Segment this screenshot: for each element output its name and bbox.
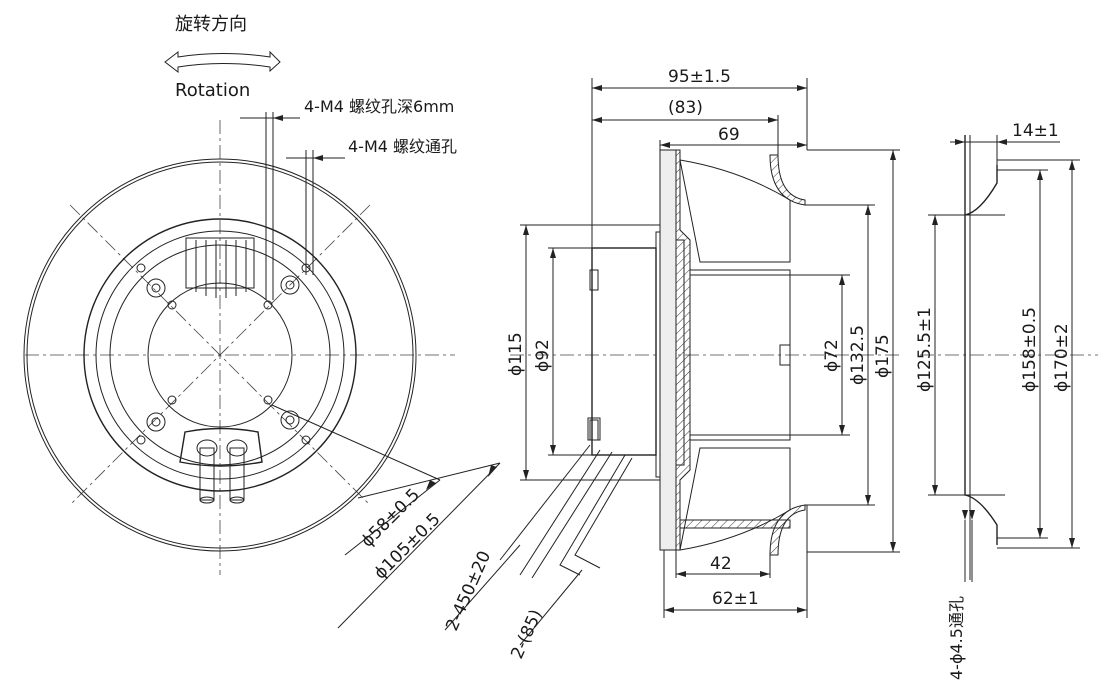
impeller-outer-circle (23, 158, 417, 552)
rotation-indicator: 旋转方向 Rotation (164, 14, 281, 101)
width-dims: 42 62±1 (663, 480, 808, 618)
dim-overall-depth: 95±1.5 (668, 67, 731, 87)
dim-depth-83: (83) (668, 98, 703, 118)
cable-dims: 2-450±20 2-(85) (442, 444, 591, 663)
callout-blind-holes: 4-M4 螺纹孔深6mm (304, 97, 454, 116)
dim-ring-holes: 4-ϕ4.5通孔 (947, 596, 966, 680)
dim-dia-175: ϕ175 (873, 334, 893, 378)
dim-dia-92: ϕ92 (533, 339, 553, 372)
rotation-label-en: Rotation (175, 80, 250, 101)
cable-gland (179, 427, 263, 504)
cables (519, 417, 633, 579)
motor-boss-bottom (589, 419, 599, 441)
dim-width-42: 42 (710, 554, 732, 574)
shroud-band (679, 519, 791, 529)
motor-housing-circle (83, 218, 357, 492)
blade-bottom (679, 447, 791, 551)
dim-dia-132: ϕ132.5 (848, 325, 868, 385)
blade-top (679, 159, 791, 263)
front-view: 4-M4 螺纹孔深6mm 4-M4 螺纹通孔 ϕ58±0.5 ϕ105±0.5 (23, 97, 501, 629)
front-centerline-d2 (69, 204, 371, 506)
motor-boss-top (589, 269, 599, 291)
m4-callouts: 4-M4 螺纹孔深6mm 4-M4 螺纹通孔 (240, 97, 457, 300)
rotation-label-cn: 旋转方向 (175, 14, 247, 35)
dim-ring-158: ϕ158±0.5 (1020, 307, 1040, 392)
cooling-fins (185, 237, 255, 298)
dim-width-62: 62±1 (712, 589, 759, 609)
backplate-section (675, 149, 691, 551)
dim-cable-strip: 2-(85) (507, 607, 546, 663)
depth-dims: 95±1.5 (83) 69 (591, 67, 808, 248)
side-diameter-dims: ϕ115 ϕ92 ϕ72 ϕ132.5 ϕ175 (506, 149, 900, 553)
blind-holes (167, 300, 273, 405)
dim-dia-72: ϕ72 (822, 339, 842, 372)
inlet-ring-view: 14±1 ϕ125.5±1 ϕ158±0.5 ϕ170±2 4-ϕ4.5通孔 (915, 121, 1098, 680)
dim-ring-thickness: 14±1 (1012, 121, 1059, 141)
shroud-bottom (769, 504, 806, 556)
motor-body (591, 247, 657, 456)
dim-dia-115: ϕ115 (506, 332, 526, 376)
dim-ring-125: ϕ125.5±1 (915, 307, 935, 392)
backplate (659, 149, 677, 551)
bolt-circle-58 (147, 282, 293, 428)
dim-ring-170: ϕ170±2 (1052, 323, 1072, 392)
side-view: 95±1.5 (83) 69 42 62±1 (442, 67, 900, 662)
callout-through-holes: 4-M4 螺纹通孔 (348, 137, 457, 156)
rotation-arrow-icon (164, 50, 281, 74)
mounting-bosses (136, 263, 311, 445)
rotor-flange-circle (109, 244, 331, 466)
hub-stub (779, 344, 791, 366)
shroud-top (769, 154, 806, 206)
ring-profile-top (964, 165, 998, 216)
dim-depth-69: 69 (718, 125, 740, 145)
impeller-outer-circle-inner (26, 161, 414, 549)
motor-housing-inner (95, 230, 345, 480)
dim-cable-length: 2-450±20 (442, 548, 495, 634)
